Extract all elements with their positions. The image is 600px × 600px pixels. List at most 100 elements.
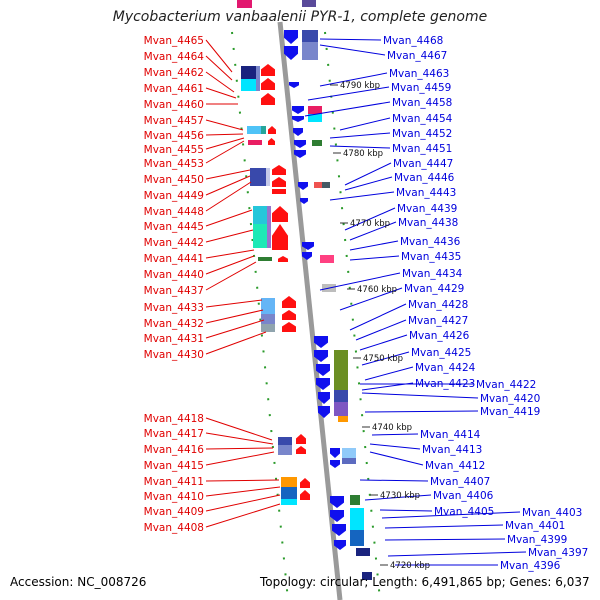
leader-line — [205, 39, 233, 73]
leader-line — [205, 261, 257, 291]
feature-block — [308, 106, 322, 114]
gene-label-reverse: Mvan_4467 — [387, 50, 447, 62]
gene-label-reverse: Mvan_4414 — [420, 429, 481, 441]
reverse-gene-arrow — [314, 350, 328, 362]
forward-gene-arrow — [300, 478, 310, 488]
gene-label-forward: Mvan_4442 — [144, 237, 204, 249]
leader-line — [344, 176, 393, 191]
reverse-gene-arrow — [294, 140, 306, 148]
feature-block — [281, 487, 297, 499]
gene-label-forward: Mvan_4430 — [144, 349, 204, 361]
reverse-gene-arrow — [284, 46, 298, 60]
feature-block — [302, 0, 316, 7]
feature-block — [248, 140, 262, 145]
reverse-gene-arrow — [292, 116, 304, 122]
leader-line — [329, 191, 395, 201]
feature-block — [272, 189, 286, 194]
feature-block — [342, 448, 356, 458]
gene-label-reverse: Mvan_4403 — [522, 507, 582, 519]
leader-line — [384, 524, 504, 529]
kbp-label: 4750 kbp — [363, 354, 403, 364]
gene-label-reverse: Mvan_4439 — [397, 203, 457, 215]
gene-label-forward: Mvan_4465 — [144, 35, 204, 47]
genome-summary: Topology: circular; Length: 6,491,865 bp… — [260, 575, 590, 589]
leader-line — [329, 132, 391, 139]
gene-label-forward: Mvan_4437 — [144, 285, 204, 297]
gene-label-reverse: Mvan_4399 — [507, 534, 567, 546]
leader-line — [361, 392, 479, 399]
gene-labels: Mvan_4465Mvan_4464Mvan_4462Mvan_4461Mvan… — [144, 35, 589, 572]
feature-block — [312, 140, 322, 146]
leader-line — [205, 494, 281, 512]
forward-gene-arrow — [272, 177, 286, 187]
gene-label-reverse: Mvan_4397 — [528, 547, 588, 559]
feature-block — [350, 530, 364, 546]
feature-block — [338, 416, 348, 422]
gene-label-forward: Mvan_4448 — [144, 206, 204, 218]
feature-block — [334, 402, 348, 416]
gene-label-forward: Mvan_4460 — [144, 99, 204, 111]
leader-line — [381, 511, 521, 519]
feature-block — [237, 0, 252, 8]
accession-label: Accession: NC_008726 — [10, 575, 147, 589]
feature-block — [302, 30, 318, 42]
gene-label-reverse: Mvan_4438 — [398, 217, 458, 229]
gene-label-forward: Mvan_4457 — [144, 115, 204, 127]
kbp-label: 4790 kbp — [340, 81, 380, 91]
leader-line — [205, 451, 275, 466]
reverse-gene-arrow — [314, 336, 328, 348]
gene-label-reverse: Mvan_4423 — [415, 378, 475, 390]
gene-label-forward: Mvan_4456 — [144, 130, 205, 142]
forward-gene-arrow — [272, 165, 286, 175]
gene-label-reverse: Mvan_4420 — [480, 393, 540, 405]
feature-block — [320, 255, 334, 263]
leader-line — [344, 162, 392, 186]
gene-label-reverse: Mvan_4413 — [422, 444, 482, 456]
forward-gene-arrow — [261, 93, 275, 105]
kbp-label: 4730 kbp — [380, 491, 420, 501]
feature-block — [350, 508, 364, 530]
gene-label-reverse: Mvan_4426 — [409, 330, 470, 342]
feature-block — [314, 182, 322, 188]
reverse-gene-arrow — [318, 406, 330, 418]
leader-line — [205, 309, 264, 324]
gene-label-reverse: Mvan_4451 — [392, 143, 452, 155]
leader-line — [205, 299, 263, 308]
left-strand-dotted-line — [231, 31, 289, 600]
gene-label-forward: Mvan_4462 — [144, 67, 204, 79]
feature-block — [281, 499, 297, 505]
gene-label-forward: Mvan_4432 — [144, 318, 204, 330]
gene-label-reverse: Mvan_4419 — [480, 406, 540, 418]
reverse-gene-arrow — [292, 106, 304, 114]
feature-block — [266, 168, 270, 186]
reverse-gene-arrow — [298, 182, 308, 190]
leader-line — [205, 169, 251, 180]
reverse-gene-arrow — [330, 460, 340, 468]
reverse-gene-arrow — [330, 448, 340, 458]
gene-label-forward: Mvan_4453 — [144, 158, 204, 170]
gene-label-forward: Mvan_4418 — [144, 413, 204, 425]
reverse-gene-arrow — [318, 392, 330, 404]
forward-gene-arrow — [272, 224, 288, 250]
leader-line — [205, 87, 237, 99]
forward-gene-arrow — [261, 64, 275, 76]
feature-block — [241, 79, 256, 91]
feature-block — [261, 298, 275, 314]
forward-gene-arrow — [268, 138, 275, 145]
feature-block — [362, 572, 372, 580]
gene-label-reverse: Mvan_4428 — [408, 299, 468, 311]
leader-line — [359, 479, 429, 482]
gene-label-forward: Mvan_4415 — [144, 460, 204, 472]
feature-block — [241, 66, 256, 79]
gene-label-reverse: Mvan_4447 — [393, 158, 453, 170]
leader-line — [205, 255, 255, 275]
feature-block — [356, 548, 370, 556]
leader-line — [205, 331, 267, 355]
leader-line — [205, 181, 252, 212]
forward-gene-arrow — [278, 256, 288, 262]
gene-label-forward: Mvan_4410 — [144, 491, 204, 503]
gene-label-reverse: Mvan_4458 — [392, 97, 452, 109]
leader-line — [205, 479, 280, 482]
leader-line — [304, 101, 391, 117]
reverse-gene-arrow — [289, 82, 299, 88]
